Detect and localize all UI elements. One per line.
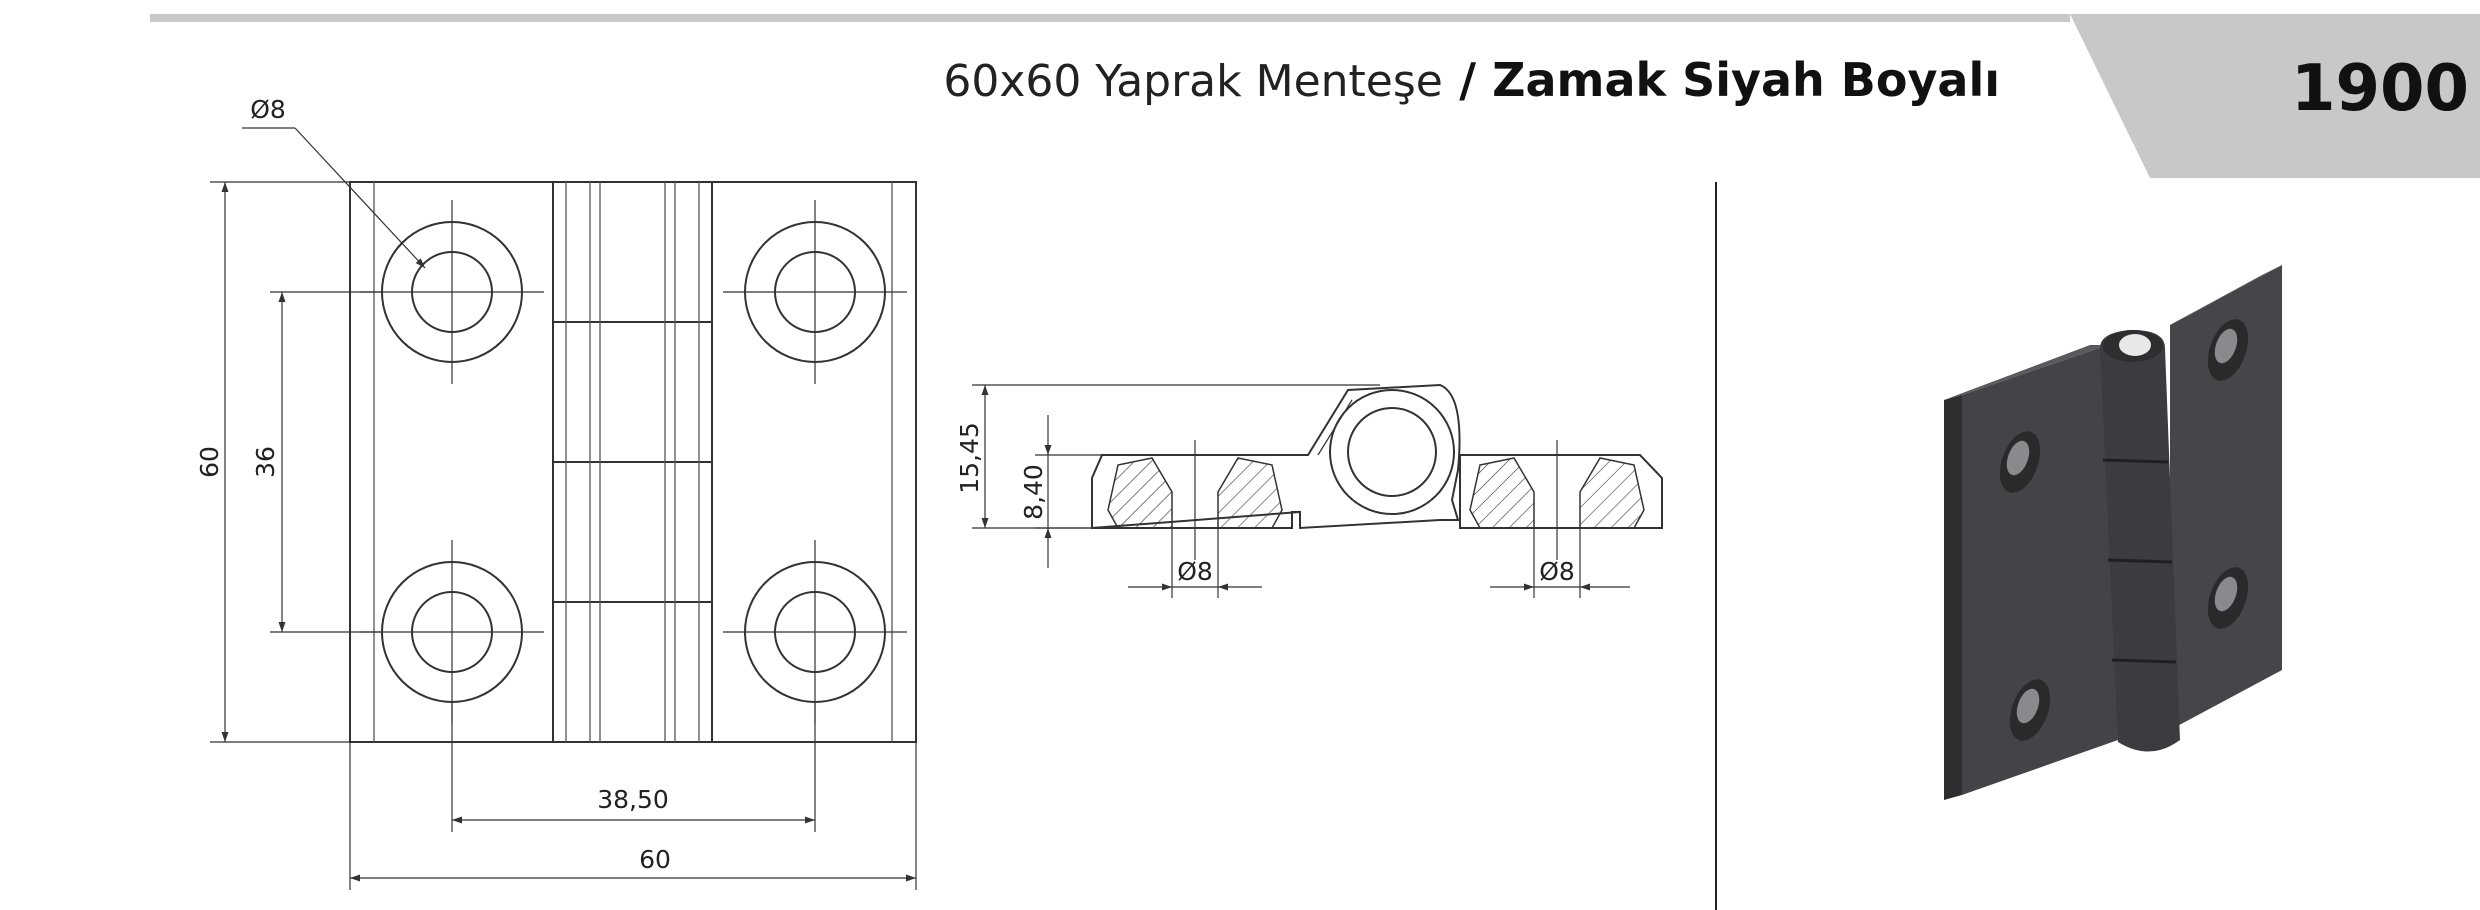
header-bar (150, 14, 2070, 22)
code-badge-inner (2090, 14, 2480, 160)
thickness-overall-label: 15,45 (955, 422, 984, 494)
left-leaf-holes (1999, 431, 2051, 741)
header: 1900 60x60 Yaprak Menteşe / Zamak Siyah … (150, 14, 2480, 178)
dim-leaf-thickness: 8,40 (1019, 415, 1102, 568)
dim-hole-right: Ø8 (1490, 557, 1630, 591)
dim-hole-left: Ø8 (1128, 557, 1262, 591)
width-overall-label: 60 (639, 845, 671, 874)
hole-diameter-left-label: Ø8 (1177, 557, 1213, 586)
hole-bottom-right (723, 540, 907, 724)
hole-diameter-callout: Ø8 (242, 95, 426, 269)
height-overall-label: 60 (195, 446, 224, 478)
right-leaf-holes (2207, 319, 2249, 629)
hinge-3d-render (1944, 265, 2282, 800)
leaf-thickness-label: 8,40 (1019, 464, 1048, 520)
hole-top-right (723, 200, 907, 384)
left-leaf-top (1944, 345, 2108, 400)
hole-bottom-left (360, 540, 544, 724)
hole-spacing-vertical-label: 36 (251, 446, 280, 478)
right-leaf-face (2170, 265, 2282, 730)
dim-width-overall: 60 (349, 742, 917, 890)
left-leaf-face (1962, 345, 2118, 795)
right-leaf (711, 181, 917, 743)
front-view: Ø8 60 36 38,50 60 (195, 95, 917, 890)
dim-hole-spacing-vertical: 36 (251, 291, 382, 633)
hole-spacing-horizontal-label: 38,50 (597, 785, 669, 814)
dim-hole-spacing-horizontal: 38,50 (451, 702, 816, 832)
knuckle-joints (2102, 458, 2177, 664)
hole-diameter-right-label: Ø8 (1539, 557, 1575, 586)
knuckle-pin (1347, 407, 1437, 497)
left-leaf-side (1944, 395, 1962, 800)
knuckle (552, 181, 713, 743)
left-countersink (1107, 440, 1283, 598)
side-view: 15,45 8,40 Ø8 Ø8 (955, 383, 1663, 598)
page-title: 60x60 Yaprak Menteşe / Zamak Siyah Boyal… (943, 53, 2000, 107)
title-bold: / Zamak Siyah Boyalı (1459, 53, 2000, 107)
dim-height-overall: 60 (195, 181, 350, 743)
knuckle-pin-head (2119, 334, 2151, 356)
title-light: 60x60 Yaprak Menteşe (943, 56, 1442, 107)
right-leaf-top (2170, 265, 2282, 325)
hole-diameter-label: Ø8 (250, 95, 286, 124)
knuckle-body (2100, 330, 2180, 752)
product-code: 1900 (2291, 52, 2469, 126)
knuckle-pin-outer (1329, 389, 1455, 515)
